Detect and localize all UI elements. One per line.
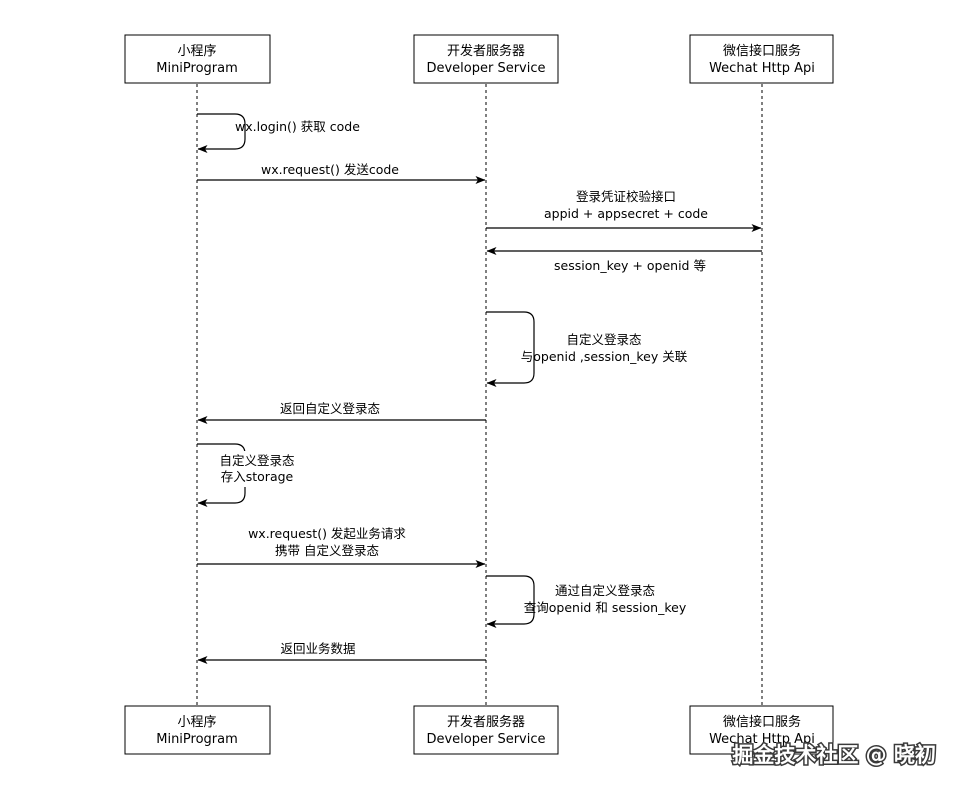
participant-wechat-http-api-bottom: 微信接口服务 Wechat Http Api	[689, 705, 834, 755]
participant-wechat-http-api-top: 微信接口服务 Wechat Http Api	[689, 34, 834, 84]
message-return-business-data: 返回业务数据	[197, 641, 486, 664]
participant-developer-service-bottom: 开发者服务器 Developer Service	[413, 705, 559, 755]
participant-name-en: Wechat Http Api	[709, 732, 815, 747]
message-label: 存入storage	[221, 469, 294, 484]
participant-name: 小程序	[177, 715, 216, 730]
messages: wx.login() 获取 code wx.request() 发送code 登…	[197, 113, 762, 664]
message-label: 登录凭证校验接口	[576, 189, 676, 204]
message-send-code: wx.request() 发送code	[197, 162, 486, 184]
participant-miniprogram-bottom: 小程序 MiniProgram	[124, 705, 271, 755]
participant-name: 开发者服务器	[447, 43, 525, 59]
message-verify-login: 登录凭证校验接口 appid + appsecret + code	[486, 189, 762, 232]
message-label: wx.login() 获取 code	[235, 119, 360, 134]
watermark-text: 掘金技术社区 @ 晓初	[732, 743, 936, 767]
message-label: appid + appsecret + code	[544, 206, 708, 221]
participant-name: 微信接口服务	[723, 43, 801, 59]
participant-name: 小程序	[177, 44, 216, 59]
message-self-store-storage: 自定义登录态 存入storage	[197, 443, 303, 507]
message-label: wx.request() 发起业务请求	[248, 526, 406, 541]
participant-name: 微信接口服务	[723, 714, 801, 730]
message-business-request: wx.request() 发起业务请求 携带 自定义登录态	[197, 526, 486, 568]
message-label: session_key + openid 等	[554, 258, 706, 273]
participant-miniprogram-top: 小程序 MiniProgram	[124, 34, 271, 84]
participant-developer-service-top: 开发者服务器 Developer Service	[413, 34, 559, 84]
message-label: 与openid ,session_key 关联	[521, 349, 688, 364]
participant-name-en: MiniProgram	[156, 61, 238, 76]
message-label: 携带 自定义登录态	[275, 543, 379, 558]
message-session-key-return: session_key + openid 等	[486, 247, 762, 273]
participant-name-en: Wechat Http Api	[709, 61, 815, 76]
participant-name-en: Developer Service	[426, 61, 545, 76]
message-label: 查询openid 和 session_key	[524, 600, 687, 615]
message-label: 返回业务数据	[280, 641, 355, 656]
message-label: 通过自定义登录态	[555, 583, 655, 598]
message-label: wx.request() 发送code	[261, 162, 399, 177]
message-label: 返回自定义登录态	[280, 401, 380, 416]
message-self-query-openid: 通过自定义登录态 查询openid 和 session_key	[486, 575, 687, 628]
message-return-login-state: 返回自定义登录态	[197, 401, 486, 424]
message-self-custom-login-state: 自定义登录态 与openid ,session_key 关联	[486, 311, 688, 387]
message-label: 自定义登录态	[219, 453, 294, 468]
participant-name-en: Developer Service	[426, 732, 545, 747]
message-label: 自定义登录态	[566, 332, 641, 347]
participant-name: 开发者服务器	[447, 714, 525, 730]
participant-name-en: MiniProgram	[156, 732, 238, 747]
message-self-wx-login: wx.login() 获取 code	[197, 113, 360, 153]
lifelines	[196, 84, 763, 706]
